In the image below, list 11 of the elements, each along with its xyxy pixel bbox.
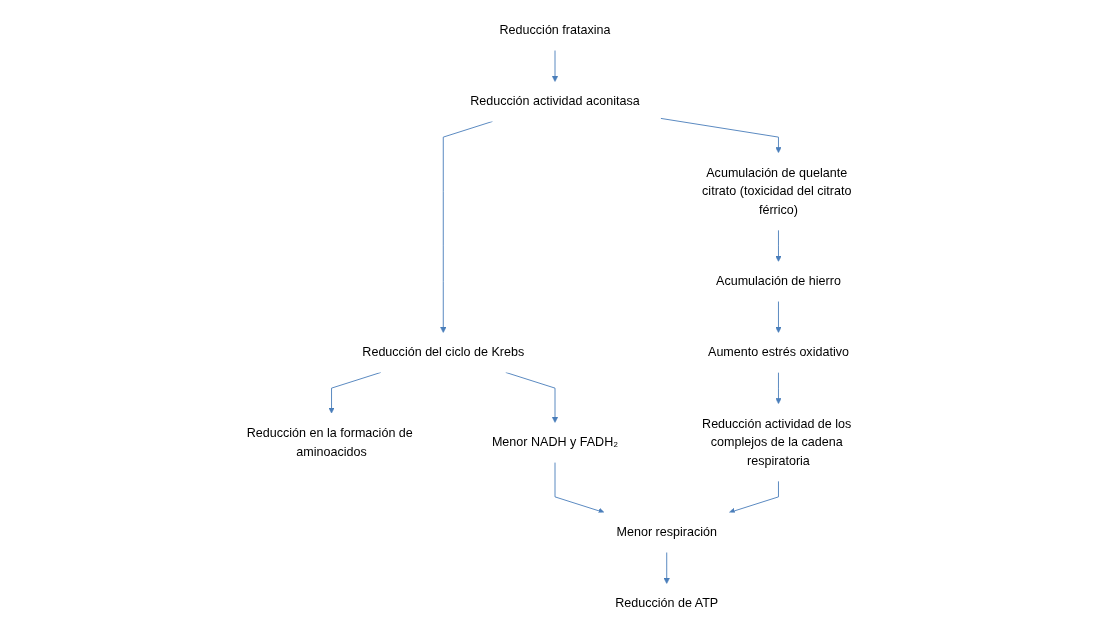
node-text: Reducción actividad de los complejos de la cadena respiratoria [702, 416, 852, 468]
node-text: Acumulación de quelante citrato (toxicidad del citrato férrico) [702, 165, 852, 217]
node-text: Reducción actividad aconitasa [470, 94, 640, 109]
node-text: Aumento estrés oxidativo [708, 345, 849, 360]
node-text: Acumulación de hierro [716, 274, 841, 289]
node-text: Menor respiración [616, 525, 717, 540]
node-text: Reducción frataxina [499, 23, 611, 38]
node-text: Reducción de ATP [615, 596, 719, 611]
node-text: Menor NADH y FADH₂ [491, 435, 619, 450]
node-text: Reducción en la formación de aminoacidos [246, 425, 413, 459]
node-text: Reducción del ciclo de Krebs [362, 345, 525, 360]
